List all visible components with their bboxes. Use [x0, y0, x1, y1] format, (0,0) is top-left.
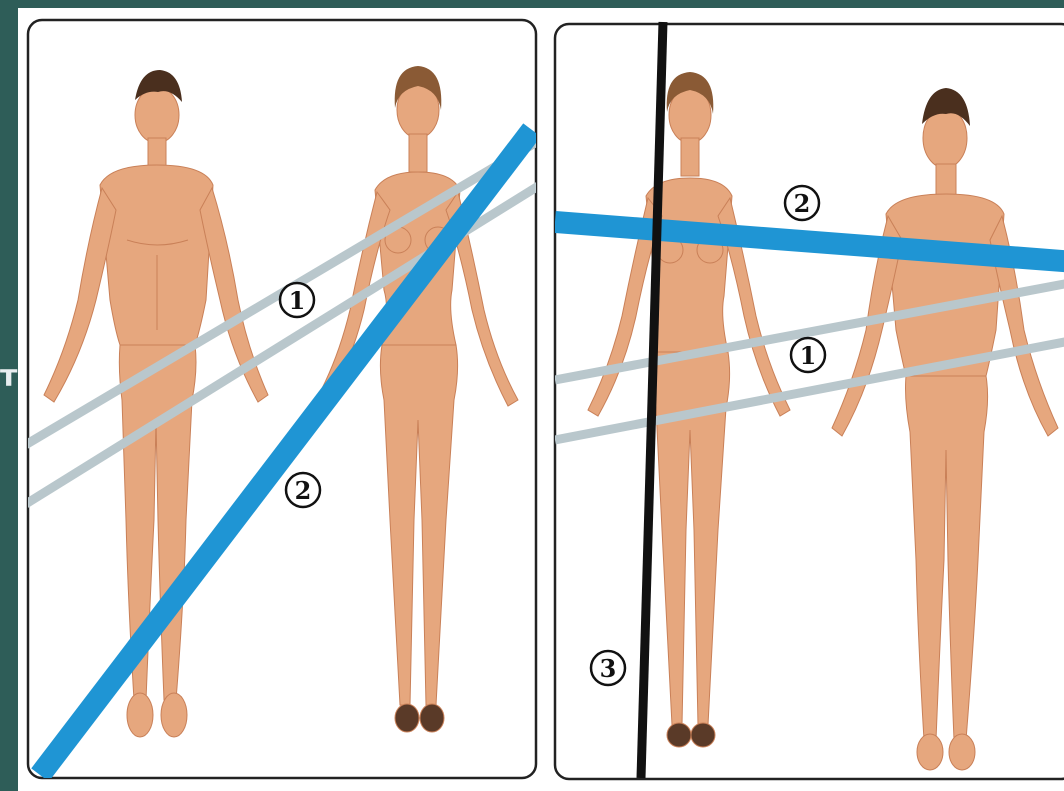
svg-text:2: 2 — [794, 189, 811, 218]
right-label-3: 3 — [591, 651, 625, 685]
svg-text:1: 1 — [800, 341, 817, 370]
left-label-1: 1 — [280, 283, 314, 317]
right-label-2: 2 — [785, 186, 819, 220]
svg-text:2: 2 — [295, 476, 312, 505]
svg-text:3: 3 — [600, 654, 617, 683]
left-label-2: 2 — [286, 473, 320, 507]
right-label-1: 1 — [791, 338, 825, 372]
svg-text:1: 1 — [289, 286, 306, 315]
